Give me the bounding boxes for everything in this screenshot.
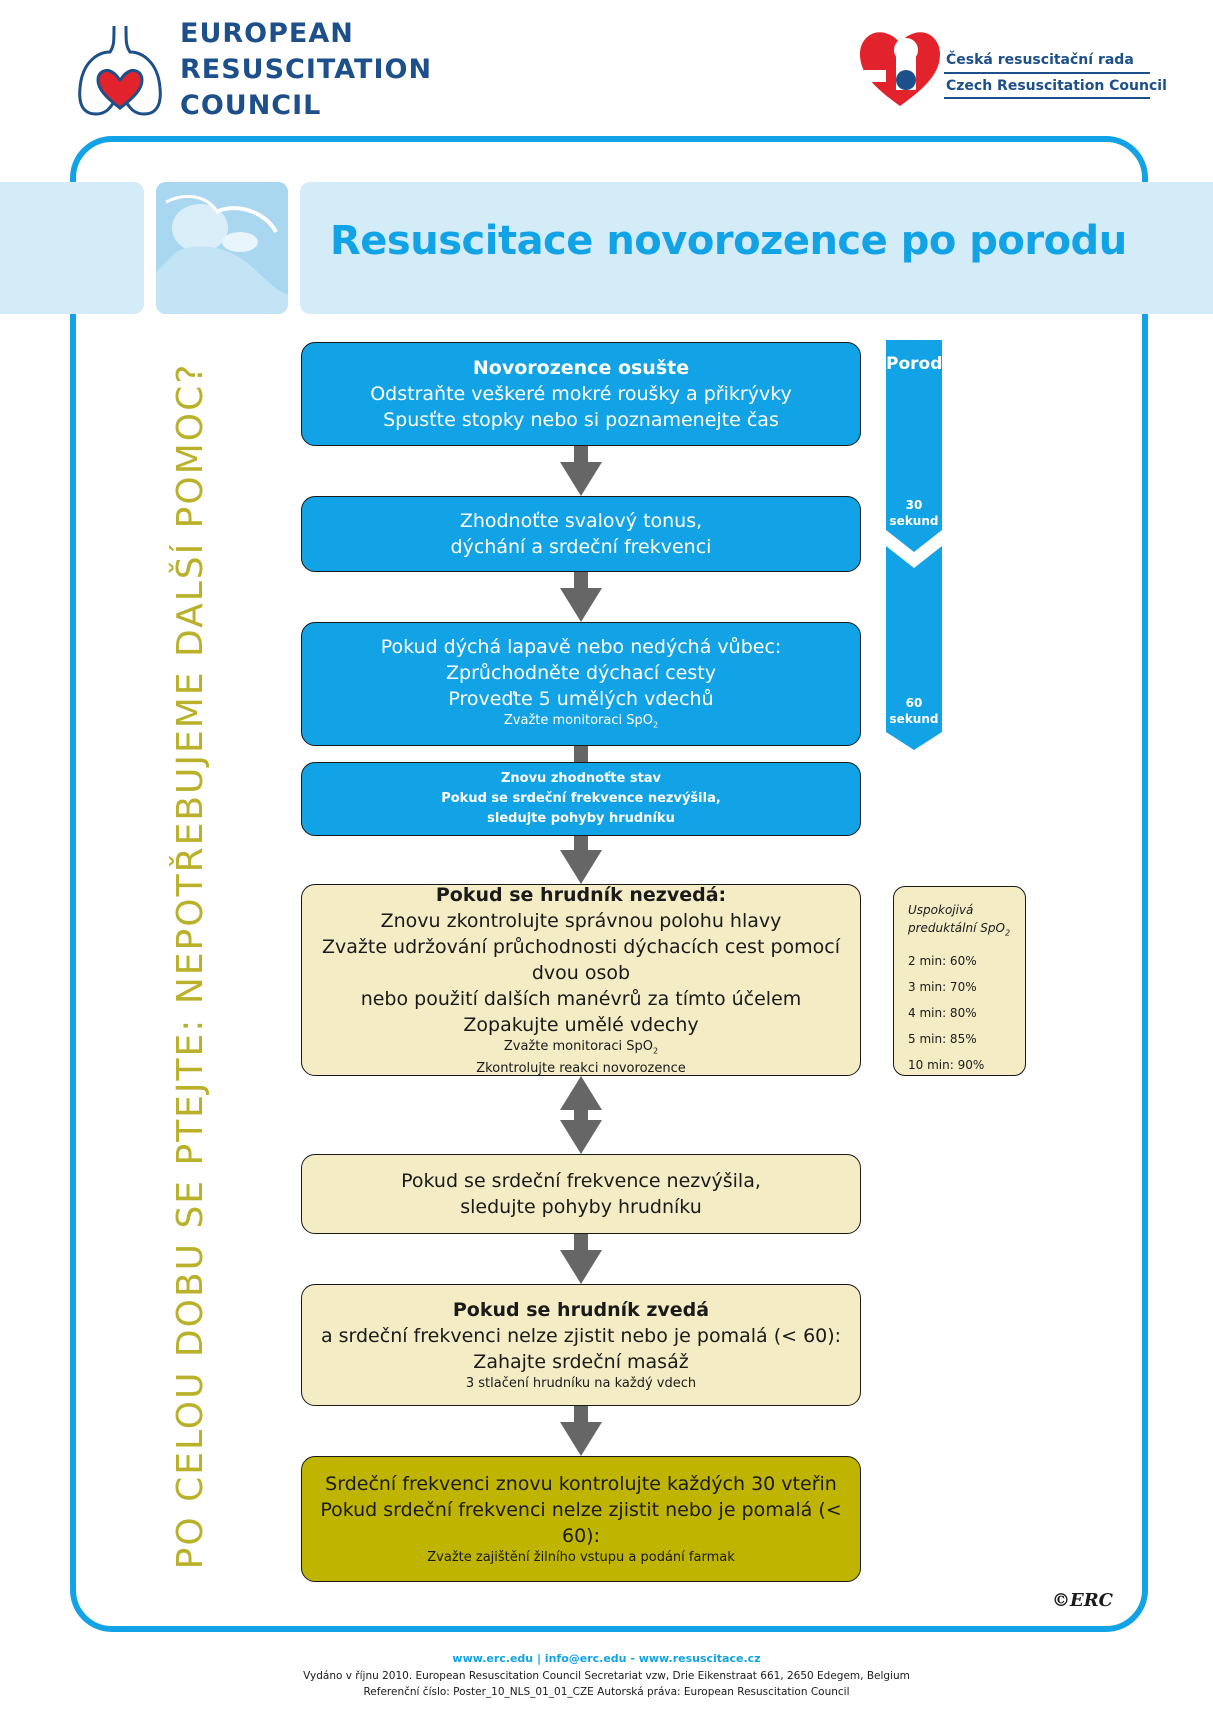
connector-4 [574, 836, 588, 852]
timeline-60-num: 60 [905, 696, 923, 710]
step1-heading: Novorozence osušte [472, 357, 690, 379]
step6-line2: sledujte pohyby hrudníku [460, 1196, 702, 1218]
step-recheck-every-30s: Srdeční frekvenci znovu kontrolujte každ… [301, 1456, 861, 1582]
spo2-heading-text: preduktální SpO [908, 921, 1005, 935]
arrow-down-4 [560, 1120, 602, 1154]
spo2-row: 2 min: 60% [908, 954, 977, 969]
footer-web-links[interactable]: www.erc.edu | info@erc.edu - www.resusci… [452, 1652, 761, 1665]
step5-note1: Zvažte monitoraci SpO2 [302, 1038, 860, 1061]
step3-note-text: Zvažte monitoraci SpO [503, 712, 653, 728]
step5-note1-text: Zvažte monitoraci SpO [503, 1038, 653, 1054]
arrow-down-5 [560, 1250, 602, 1284]
step5-heading: Pokud se hrudník nezvedá: [435, 883, 727, 906]
timeline-birth: Porod [886, 354, 943, 374]
spo2-heading-line2: preduktální SpO2 [908, 919, 1025, 942]
connector-5 [574, 1108, 588, 1122]
newborn-illustration [156, 182, 288, 314]
crc-logo-icon [860, 32, 940, 106]
spo2-targets: Uspokojivá preduktální SpO2 2 min: 60% 3… [893, 886, 1026, 1076]
step5-note1-sub: 2 [652, 1046, 659, 1056]
spo2-heading: Uspokojivá preduktální SpO2 [908, 901, 1025, 942]
spo2-row: 5 min: 85% [908, 1032, 977, 1047]
erc-line-1: EUROPEAN [180, 18, 354, 49]
step6-line1: Pokud se srdeční frekvence nezvýšila, [401, 1170, 761, 1192]
arrow-up-4 [560, 1076, 602, 1110]
erc-logo-icon [78, 25, 162, 116]
step7-heading: Pokud se hrudník zvedá [452, 1299, 710, 1321]
timeline-bar [886, 340, 942, 750]
step-heart-rate-check: Pokud se srdeční frekvence nezvýšila, sl… [301, 1154, 861, 1234]
step7-line1: a srdeční frekvenci nelze zjistit nebo j… [320, 1325, 842, 1347]
step5-line1: Znovu zkontrolujte správnou polohu hlavy [380, 909, 782, 932]
spo2-row: 4 min: 80% [908, 1006, 977, 1021]
crc-divider [944, 72, 1150, 74]
step-reassess: Znovu zhodnoťte stav Pokud se srdeční fr… [301, 762, 861, 836]
step5-line2: Zvažte udržování průchodnosti dýchacích … [322, 935, 840, 984]
arrow-down-1 [560, 462, 602, 496]
title-band [300, 182, 1213, 314]
step3-line1: Pokud dýchá lapavě nebo nedýchá vůbec: [380, 635, 782, 658]
arrow-down-3 [560, 850, 602, 884]
copyright-mark: ©ERC [1052, 1590, 1114, 1611]
title-band-left [0, 182, 144, 314]
spo2-row: 10 min: 90% [908, 1058, 985, 1073]
erc-logo-text: EUROPEAN RESUSCITATION COUNCIL [180, 16, 440, 124]
step5-note2: Zkontrolujte reakci novorozence [476, 1061, 686, 1077]
timeline-30-num: 30 [905, 498, 923, 512]
step7-line2: Zahajte srdeční masáž [473, 1351, 689, 1373]
page-title: Resuscitace novorozence po porodu [330, 218, 1127, 264]
footer-reference: Referenční číslo: Poster_10_NLS_01_01_CZ… [363, 1686, 850, 1698]
step4-line2: Pokud se srdeční frekvence nezvýšila, [441, 791, 721, 806]
connector-1 [574, 446, 588, 464]
step8-line2: Pokud srdeční frekvenci nelze zjistit ne… [320, 1499, 842, 1547]
step-chest-compressions: Pokud se hrudník zvedá a srdeční frekven… [301, 1284, 861, 1406]
timeline-30-unit: sekund [889, 514, 939, 528]
step3-line2: Zprůchodněte dýchací cesty [446, 661, 716, 684]
step7-note: 3 stlačení hrudníku na každý vdech [465, 1376, 697, 1391]
step1-line1: Odstraňte veškeré mokré roušky a přikrýv… [370, 383, 792, 405]
step1-line2: Spusťte stopky nebo si poznamenejte čas [383, 409, 779, 431]
step3-line3: Proveďte 5 umělých vdechů [448, 687, 714, 710]
step-assess-tone: Zhodnoťte svalový tonus, dýchání a srdeč… [301, 496, 861, 572]
arrow-down-6 [560, 1422, 602, 1456]
step8-line1: Srdeční frekvenci znovu kontrolujte každ… [325, 1473, 837, 1495]
crc-subtitle: Czech Resuscitation Council [946, 78, 1167, 94]
newborn-photo [156, 182, 288, 314]
spo2-heading-line1: Uspokojivá [908, 903, 974, 917]
erc-line-3: COUNCIL [180, 90, 322, 121]
step3-note: Zvažte monitoraci SpO2 [302, 712, 860, 735]
step5-line4: Zopakujte umělé vdechy [463, 1013, 699, 1036]
crc-divider-2 [944, 97, 1150, 99]
connector-7 [574, 1406, 588, 1424]
step-inflation-breaths: Pokud dýchá lapavě nebo nedýchá vůbec: Z… [301, 622, 861, 746]
connector-2 [574, 572, 588, 590]
step8-note: Zvažte zajištění žilního vstupu a podání… [427, 1550, 735, 1565]
erc-line-2: RESUSCITATION [180, 54, 433, 85]
step4-line3: sledujte pohyby hrudníku [487, 811, 675, 826]
timeline-60-unit: sekund [889, 712, 939, 726]
step4-line1: Znovu zhodnoťte stav [500, 771, 662, 786]
arrow-down-2 [560, 588, 602, 622]
step2-line1: Zhodnoťte svalový tonus, [459, 510, 703, 532]
connector-3 [574, 746, 588, 762]
spo2-heading-sub: 2 [1004, 928, 1011, 938]
step3-note-sub: 2 [652, 720, 659, 730]
step2-line2: dýchání a srdeční frekvenci [450, 536, 712, 558]
step-dry-newborn: Novorozence osušte Odstraňte veškeré mok… [301, 342, 861, 446]
step-chest-not-moving: Pokud se hrudník nezvedá: Znovu zkontrol… [301, 884, 861, 1076]
spo2-row: 3 min: 70% [908, 980, 977, 995]
connector-6 [574, 1234, 588, 1252]
step5-line3: nebo použití dalších manévrů za tímto úč… [360, 987, 802, 1010]
crc-name: Česká resuscitační rada [946, 52, 1134, 68]
footer-issued: Vydáno v říjnu 2010. European Resuscitat… [303, 1670, 910, 1682]
poster-frame [70, 136, 1148, 1632]
